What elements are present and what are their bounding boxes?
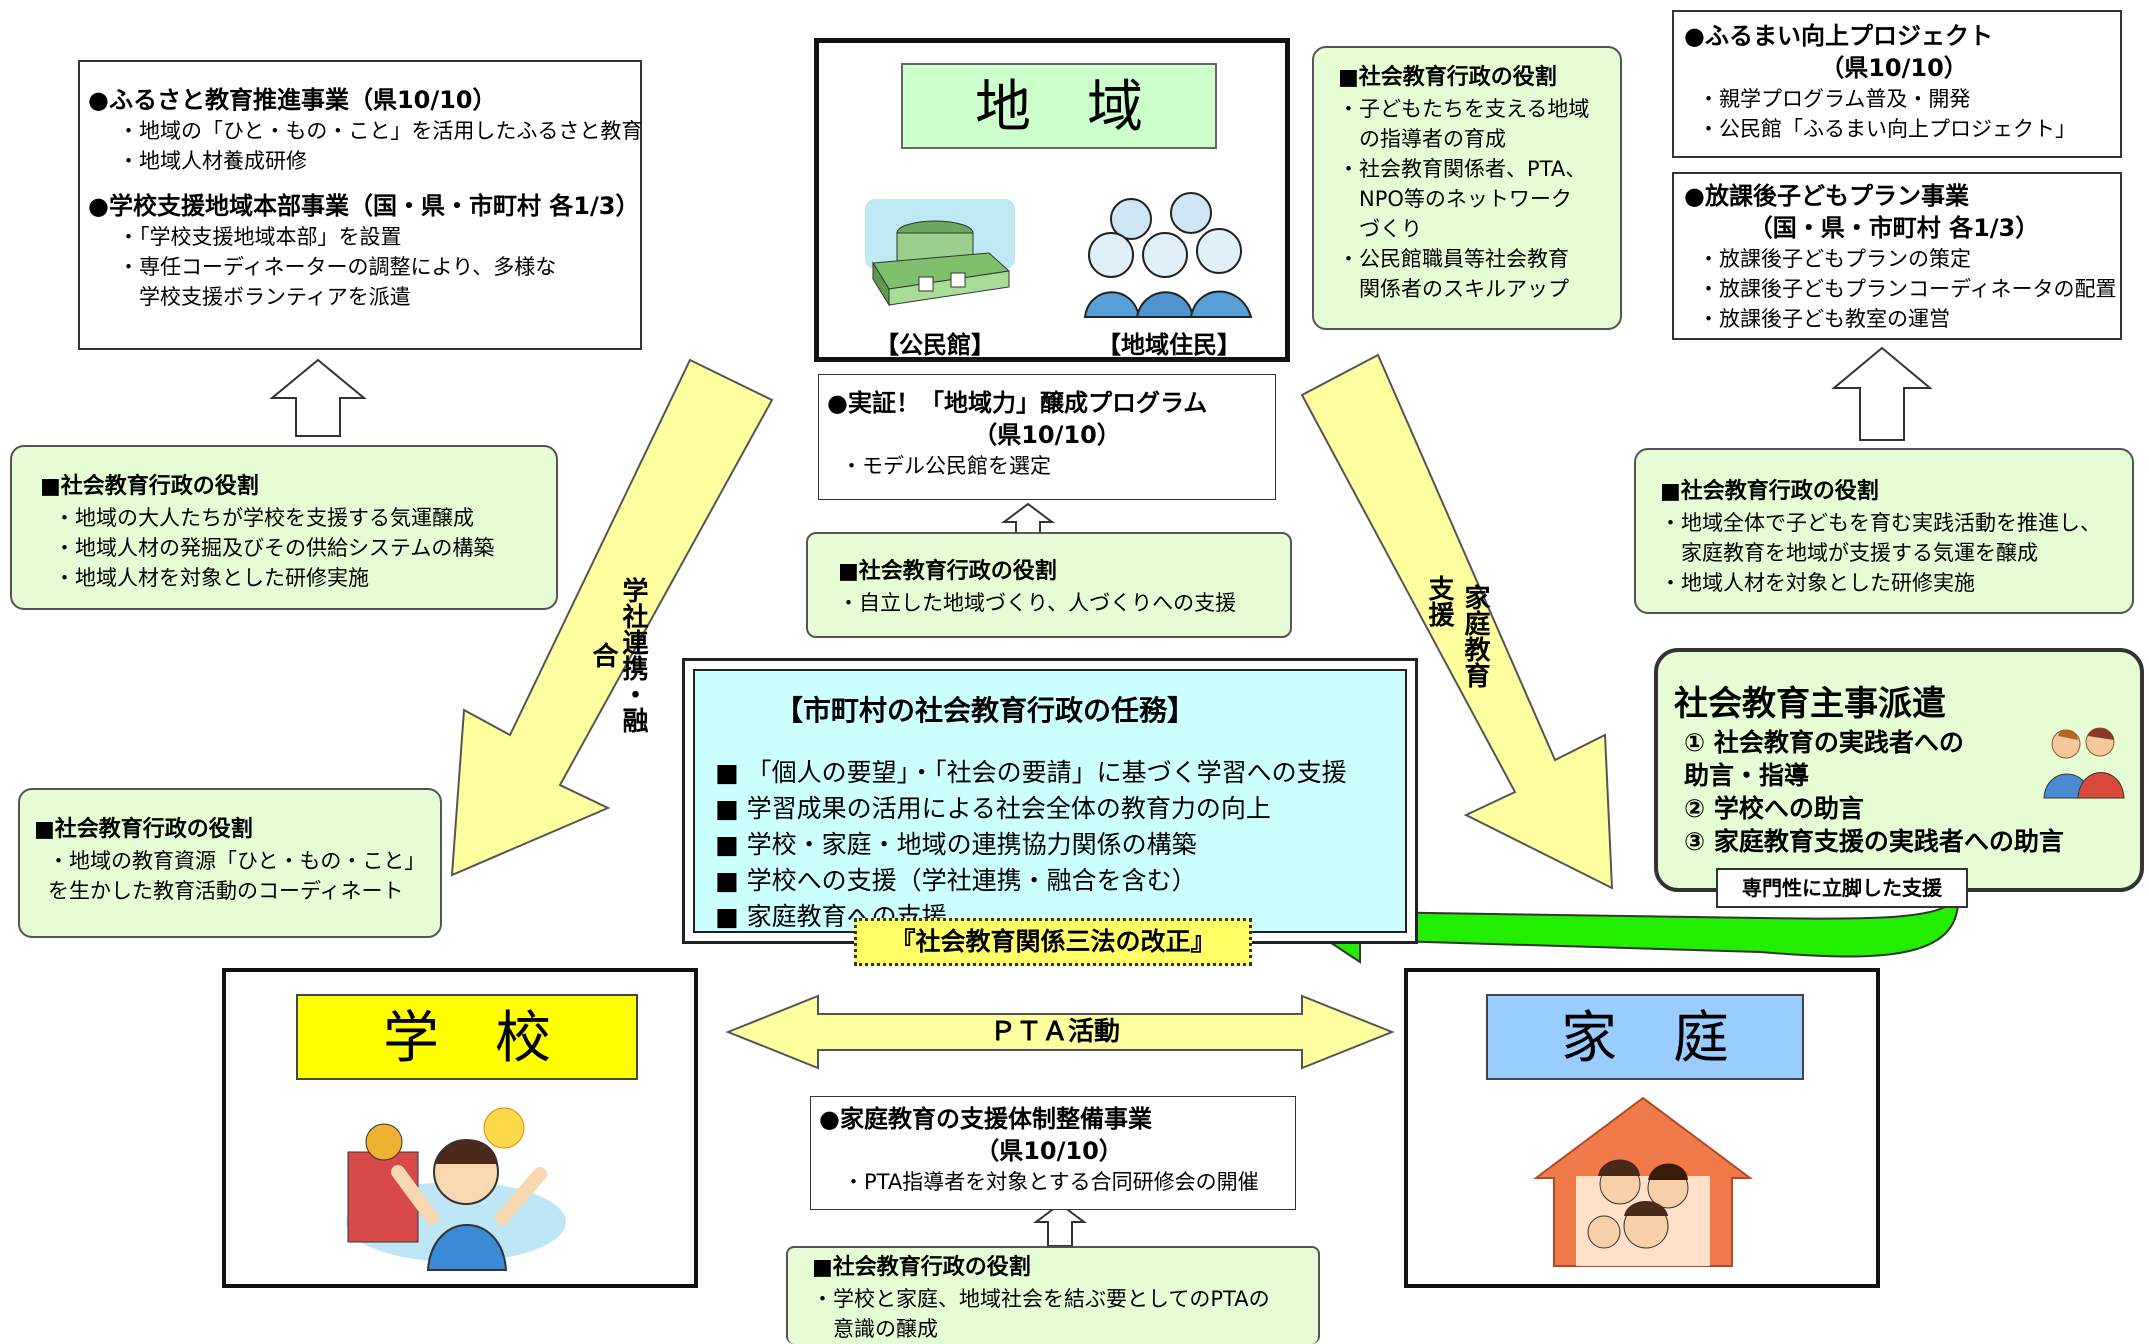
jissho-title: ●実証！「地域力」醸成プログラム [827, 389, 1208, 417]
center-item: ■ 学校・家庭・地域の連携協力関係の構築 [715, 830, 1197, 859]
pta-label: ＰＴＡ活動 [990, 1017, 1121, 1047]
shuji-item: ② 学校への助言 [1684, 794, 1864, 823]
furumai-item: ・公民館「ふるまい向上プロジェクト」 [1698, 117, 2076, 141]
role-title: ■社会教育行政の役割 [838, 559, 1057, 584]
arrow-up-houkago [1831, 346, 1933, 441]
shuji-item: ① 社会教育の実践者への [1684, 728, 1964, 757]
role-item: ・地域全体で子どもを育む実践活動を推進し、 [1660, 511, 2101, 535]
role-item: 家庭教育を地域が支援する気運を醸成 [1660, 541, 2038, 565]
arrow-left-diagonal [450, 358, 774, 877]
school-box: 学 校 [222, 968, 698, 1288]
furumai-title: ●ふるまい向上プロジェクト [1684, 22, 1993, 50]
home-box: 家 庭 [1404, 968, 1880, 1288]
furumai-box: ●ふるまい向上プロジェクト （県10/10） ・親学プログラム普及・開発 ・公民… [1672, 10, 2122, 158]
school-child-icon [346, 1107, 566, 1271]
residents-icon [1083, 192, 1253, 318]
arrow-right-label-a: 支援 [1424, 575, 1454, 627]
arrow-pta [725, 994, 1395, 1070]
role-box-left-bottom: ■社会教育行政の役割 ・地域の教育資源「ひと・もの・こと」 を生かした教育活動の… [18, 788, 442, 938]
furusato-title: ●ふるさと教育推進事業（県10/10） [88, 86, 497, 114]
role-box-center: ■社会教育行政の役割 ・自立した地域づくり、人づくりへの支援 [806, 532, 1292, 638]
gakko-shien-item: 学校支援ボランティアを派遣 [118, 285, 411, 309]
shuji-item: 助言・指導 [1684, 761, 1810, 790]
furusato-item: ・地域の「ひと・もの・こと」を活用したふるさと教育 [118, 119, 643, 143]
law-label: 『社会教育関係三法の改正』 [854, 918, 1252, 966]
role-item: ・地域の教育資源「ひと・もの・こと」 [48, 849, 426, 873]
arrow-up-topleft [269, 358, 367, 437]
gakko-shien-item: ・「学校支援地域本部」を設置 [118, 225, 402, 249]
role-box-top-right: ■社会教育行政の役割 ・子どもたちを支える地域 の指導者の育成 ・社会教育関係者… [1312, 46, 1622, 330]
role-box-left-top: ■社会教育行政の役割 ・地域の大人たちが学校を支援する気運醸成 ・地域人材の発掘… [10, 445, 558, 610]
shuji-title: 社会教育主事派遣 [1674, 684, 1946, 724]
arrow-green-curve [1244, 886, 1960, 964]
role-item: ・学校と家庭、地域社会を結ぶ要としてのPTAの [812, 1287, 1270, 1311]
gakko-shien-item: ・専任コーディネーターの調整により、多様な [118, 255, 557, 279]
arrow-right-label-b: 家庭教育 [1460, 584, 1490, 688]
role-item: ・地域人材の発掘及びその供給システムの構築 [54, 536, 495, 560]
role-item: の指導者の育成 [1338, 127, 1506, 151]
arrow-right-diagonal [1300, 353, 1614, 890]
role-item: ・地域の大人たちが学校を支援する気運醸成 [54, 506, 474, 530]
arrow-left-label: 学社連携・融合 [588, 577, 648, 733]
katei-title: ●家庭教育の支援体制整備事業 [819, 1105, 1152, 1133]
role-item: づくり [1338, 217, 1422, 241]
center-item: ■ 「個人の要望」・「社会の要請」に基づく学習への支援 [715, 758, 1347, 787]
hall-label: 【公民館】 [875, 331, 995, 359]
center-title: 【市町村の社会教育行政の任務】 [775, 694, 1196, 727]
center-box: 【市町村の社会教育行政の任務】 ■ 「個人の要望」・「社会の要請」に基づく学習へ… [682, 658, 1418, 944]
role-item: 意識の醸成 [812, 1317, 938, 1341]
fureai-gakko-box: ●ふるさと教育推進事業（県10/10） ・地域の「ひと・もの・こと」を活用したふ… [78, 60, 642, 350]
role-box-bottom: ■社会教育行政の役割 ・学校と家庭、地域社会を結ぶ要としてのPTAの 意識の醸成 [786, 1246, 1320, 1344]
houkago-title: ●放課後子どもプラン事業 [1684, 182, 1969, 210]
role-title: ■社会教育行政の役割 [40, 474, 259, 499]
shuji-tag: 専門性に立脚した支援 [1716, 868, 1968, 908]
family-house-icon [1532, 1096, 1754, 1267]
furusato-item: ・地域人材養成研修 [118, 149, 307, 173]
role-title: ■社会教育行政の役割 [34, 817, 253, 842]
role-item: ・地域人材を対象とした研修実施 [1660, 571, 1975, 595]
role-item: 関係者のスキルアップ [1338, 277, 1569, 301]
role-title: ■社会教育行政の役割 [1660, 479, 1879, 504]
katei-item: ・PTA指導者を対象とする合同研修会の開催 [843, 1170, 1259, 1194]
katei-box: ●家庭教育の支援体制整備事業 （県10/10） ・PTA指導者を対象とする合同研… [810, 1096, 1296, 1210]
arrow-up-katei [1033, 1202, 1087, 1247]
role-item: ・地域人材を対象とした研修実施 [54, 566, 369, 590]
residents-label: 【地域住民】 [1097, 331, 1241, 359]
role-title: ■社会教育行政の役割 [1338, 65, 1557, 90]
role-item: ・自立した地域づくり、人づくりへの支援 [838, 591, 1237, 615]
role-item: NPO等のネットワーク [1338, 187, 1572, 211]
houkago-box: ●放課後子どもプラン事業 （国・県・市町村 各1/3） ・放課後子どもプランの策… [1672, 172, 2122, 340]
community-hall-icon [865, 199, 1015, 307]
role-item: ・社会教育関係者、PTA、 [1338, 157, 1587, 181]
furumai-item: ・親学プログラム普及・開発 [1698, 87, 1971, 111]
furumai-sub: （県10/10） [1820, 54, 1968, 82]
shuji-item: ③ 家庭教育支援の実践者への助言 [1684, 827, 2064, 856]
jissho-box: ●実証！「地域力」醸成プログラム （県10/10） ・モデル公民館を選定 [818, 374, 1276, 500]
houkago-item: ・放課後子どもプランの策定 [1698, 247, 1971, 271]
shuji-box: 社会教育主事派遣 ① 社会教育の実践者への 助言・指導 ② 学校への助言 ③ 家… [1654, 648, 2144, 892]
school-title: 学 校 [296, 994, 638, 1080]
role-item: を生かした教育活動のコーディネート [48, 879, 404, 903]
people-icon [2043, 727, 2125, 799]
center-item: ■ 学校への支援（学社連携・融合を含む） [715, 866, 1197, 895]
region-title: 地 域 [901, 63, 1217, 149]
houkago-item: ・放課後子ども教室の運営 [1698, 307, 1950, 331]
home-title: 家 庭 [1486, 994, 1804, 1080]
houkago-item: ・放課後子どもプランコーディネータの配置 [1698, 277, 2117, 301]
region-box: 地 域 【公民館】 【地域住民】 [814, 38, 1290, 362]
jissho-sub: （県10/10） [973, 421, 1121, 449]
role-item: ・子どもたちを支える地域 [1338, 97, 1590, 121]
gakko-shien-title: ●学校支援地域本部事業（国・県・市町村 各1/3） [88, 192, 640, 220]
role-title: ■社会教育行政の役割 [812, 1255, 1031, 1280]
jissho-item: ・モデル公民館を選定 [841, 454, 1051, 478]
role-box-right: ■社会教育行政の役割 ・地域全体で子どもを育む実践活動を推進し、 家庭教育を地域… [1634, 448, 2134, 614]
role-item: ・公民館職員等社会教育 [1338, 247, 1569, 271]
katei-sub: （県10/10） [975, 1137, 1123, 1165]
houkago-sub: （国・県・市町村 各1/3） [1748, 214, 2040, 242]
center-item: ■ 学習成果の活用による社会全体の教育力の向上 [715, 794, 1271, 823]
